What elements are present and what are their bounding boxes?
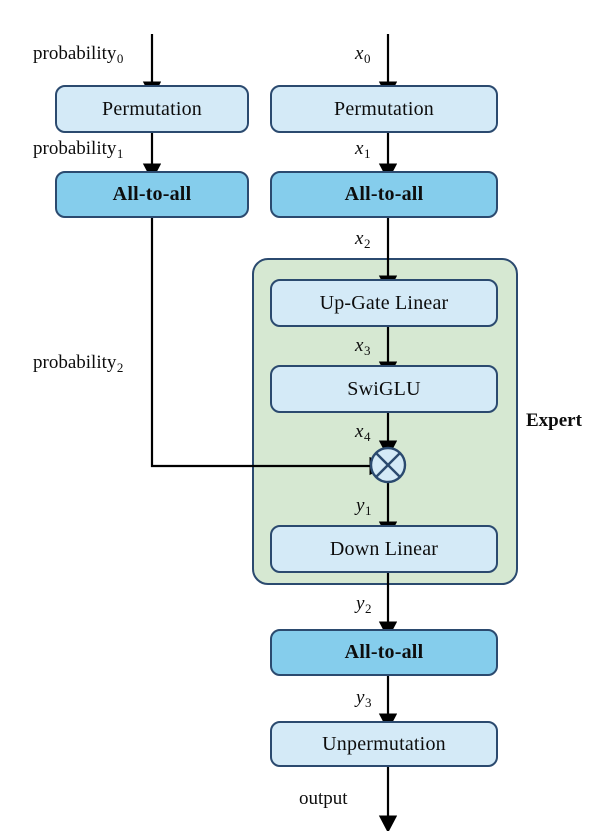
edge-label-x2-text: x (355, 228, 364, 249)
edge-label-y1-sub: 1 (364, 502, 372, 518)
output-label: output (299, 788, 348, 809)
edge-label-x1-sub: 1 (363, 145, 371, 161)
unpermutation-box[interactable]: Unpermutation (270, 721, 498, 767)
swiglu-box[interactable]: SwiGLU (270, 365, 498, 413)
edge-label-y3-sub: 3 (364, 694, 372, 710)
edge-label-probability-1-text: probability (33, 138, 117, 159)
left-all-to-all-box[interactable]: All-to-all (55, 171, 249, 218)
edge-label-probability-0: probability0 (33, 44, 123, 65)
edge-label-probability-1-sub: 1 (116, 145, 124, 161)
edge-label-x0: x0 (355, 44, 370, 65)
edge-label-y1: y1 (356, 496, 371, 517)
edge-label-x0-text: x (355, 43, 364, 64)
edge-label-x2: x2 (355, 229, 370, 250)
edge-label-y1-text: y (356, 495, 365, 516)
edge-label-y2-sub: 2 (364, 600, 372, 616)
main-all-to-all-out-box[interactable]: All-to-all (270, 629, 498, 676)
main-all-to-all-in-box[interactable]: All-to-all (270, 171, 498, 218)
edge-label-y3-text: y (356, 687, 365, 708)
edge-label-x3: x3 (355, 336, 370, 357)
edge-label-x4: x4 (355, 422, 370, 443)
edge-label-probability-2-text: probability (33, 352, 117, 373)
edge-label-probability-1: probability1 (33, 139, 123, 160)
edge-label-x4-sub: 4 (363, 428, 371, 444)
down-linear-box[interactable]: Down Linear (270, 525, 498, 573)
edge-label-x3-sub: 3 (363, 342, 371, 358)
edge-label-x0-sub: 0 (363, 50, 371, 66)
edge-label-probability-0-text: probability (33, 43, 117, 64)
edge-label-y2: y2 (356, 594, 371, 615)
edge-label-x2-sub: 2 (363, 235, 371, 251)
edge-label-probability-0-sub: 0 (116, 50, 124, 66)
edge-label-y3: y3 (356, 688, 371, 709)
up-gate-linear-box[interactable]: Up-Gate Linear (270, 279, 498, 327)
edge-label-x1-text: x (355, 138, 364, 159)
arrow-probability-to-multiply (150, 217, 387, 476)
edge-label-x3-text: x (355, 335, 364, 356)
edge-label-x4-text: x (355, 421, 364, 442)
edge-label-x1: x1 (355, 139, 370, 160)
edge-label-probability-2-sub: 2 (116, 359, 124, 375)
edge-label-probability-2: probability2 (33, 353, 123, 374)
main-permutation-box[interactable]: Permutation (270, 85, 498, 133)
multiply-node-stroke-b (375, 452, 401, 478)
expert-group-label: Expert (526, 410, 582, 431)
edge-label-y2-text: y (356, 593, 365, 614)
left-permutation-box[interactable]: Permutation (55, 85, 249, 133)
